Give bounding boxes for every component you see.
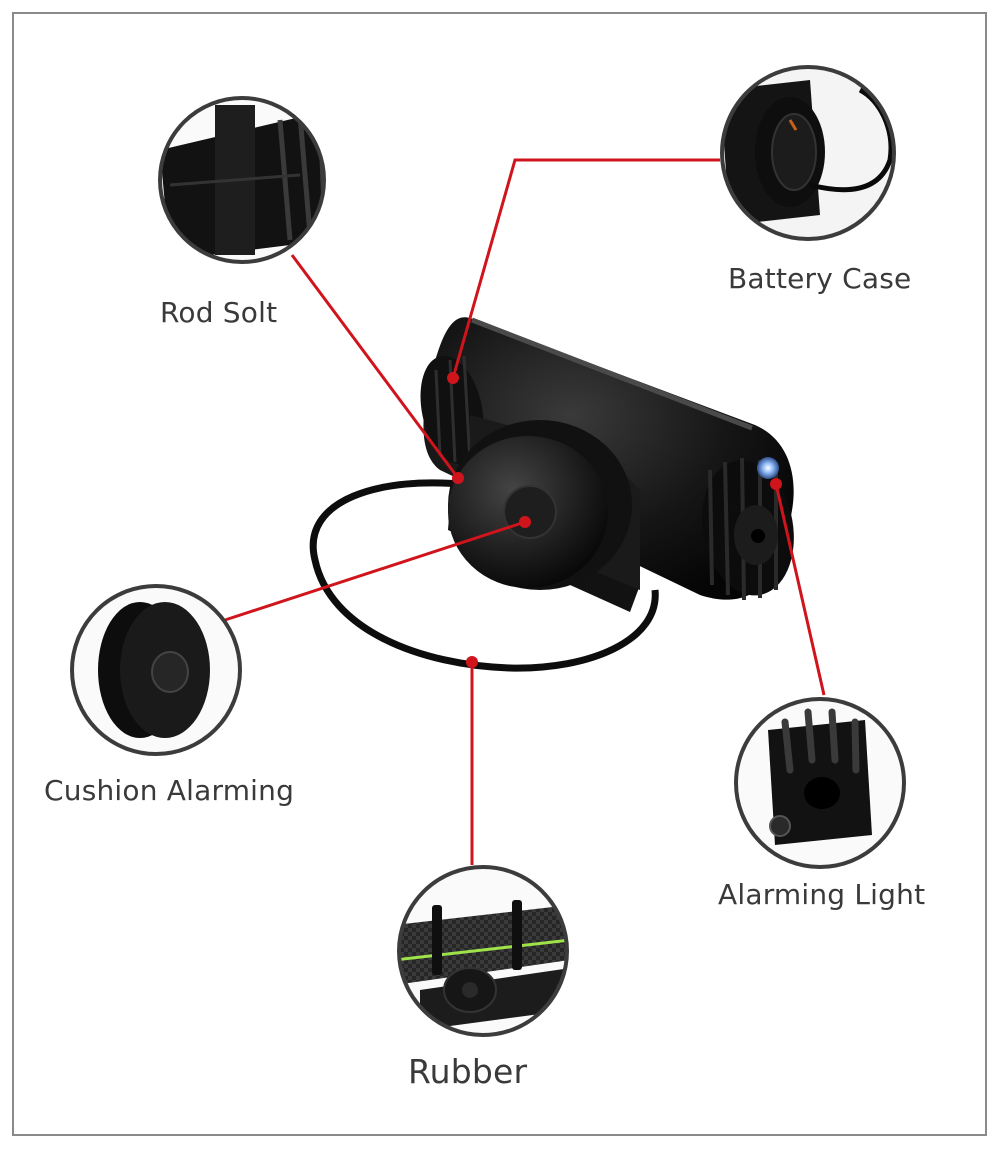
indicator-led-icon: [757, 457, 779, 479]
leader-dots: [447, 372, 782, 668]
leader-lines: [224, 158, 826, 865]
alarming-light-label: Alarming Light: [718, 878, 926, 911]
alarming-light-detail-image: [734, 697, 906, 869]
rubber-label: Rubber: [408, 1052, 528, 1091]
wire-loop: [309, 479, 659, 672]
cushion-alarming-detail-image: [70, 584, 242, 756]
leader-alarming-light: [774, 483, 826, 696]
frame-border: [12, 12, 987, 1136]
rod-slot-label: Rod Solt: [160, 296, 278, 329]
battery-case-label: Battery Case: [728, 262, 912, 295]
leader-rod-slot: [290, 254, 460, 479]
leader-battery-case: [451, 158, 720, 379]
leader-cushion: [224, 520, 526, 622]
battery-case-detail-image: [720, 65, 896, 241]
rod-slot-detail-image: [158, 96, 326, 264]
rubber-detail-image: [397, 865, 569, 1037]
cushion-alarming-label: Cushion Alarming: [44, 774, 295, 807]
bite-alarm-device: [309, 317, 794, 672]
